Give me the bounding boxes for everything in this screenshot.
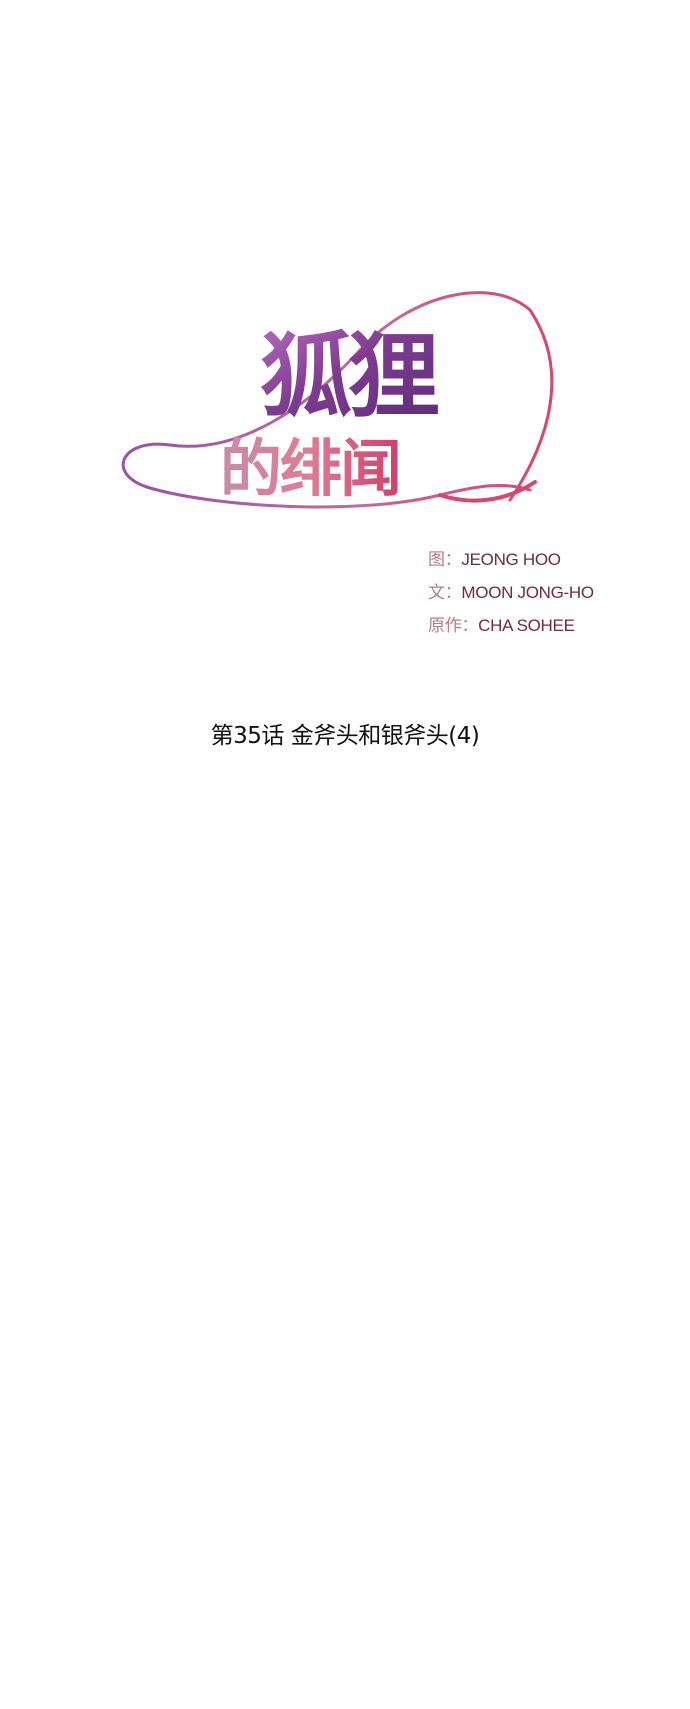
credit-original-label: 原作：: [428, 616, 479, 635]
credit-original-name: CHA SOHEE: [478, 616, 575, 635]
series-logo-artwork: 狐狸 的绯闻: [121, 291, 554, 509]
credit-story: 文：MOON JONG-HO: [428, 576, 678, 609]
chapter-title: 第35话 金斧头和银斧头(4): [210, 723, 480, 749]
credit-original: 原作：CHA SOHEE: [428, 609, 678, 642]
credit-art-label: 图：: [428, 550, 462, 569]
ribbon-tail: [438, 480, 537, 503]
credit-story-name: MOON JONG-HO: [461, 583, 594, 602]
credit-art-name: JEONG HOO: [461, 550, 561, 569]
ribbon-loop: [121, 291, 554, 509]
series-logo: 狐狸 的绯闻: [110, 290, 570, 530]
credit-story-label: 文：: [428, 583, 462, 602]
logo-title-line1: 狐狸: [260, 322, 438, 430]
credits-block: 图：JEONG HOO 文：MOON JONG-HO 原作：CHA SOHEE: [428, 543, 678, 642]
credit-art: 图：JEONG HOO: [428, 543, 678, 576]
logo-title-line2: 的绯闻: [220, 432, 400, 505]
